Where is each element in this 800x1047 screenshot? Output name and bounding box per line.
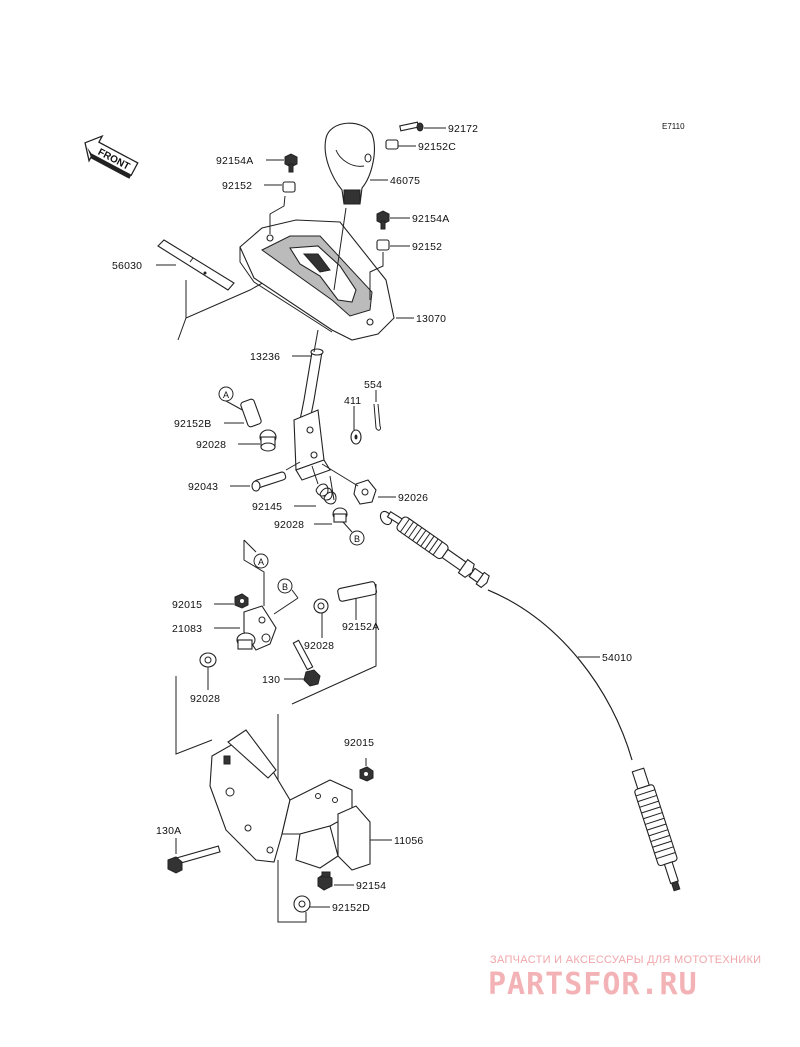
label-92154: 92154 [356,880,386,892]
front-arrow-icon: FRONT [84,134,139,179]
bushing-92152a [337,581,378,602]
label-92152a: 92152A [342,621,379,633]
bolt-130 [292,639,321,687]
ref-b-marker-mid: B [277,578,293,594]
label-130a: 130A [156,825,181,837]
bushing-92152b [240,398,262,428]
nut-92015-upper [234,593,249,609]
label-92145: 92145 [252,501,282,513]
label-21083: 21083 [172,623,202,635]
label-46075: 46075 [390,175,420,187]
label-92152-right: 92152 [412,241,442,253]
bolt-130a [167,845,221,874]
label-13236: 13236 [250,351,280,363]
watermark-tagline: ЗАПЧАСТИ И АКСЕССУАРЫ ДЛЯ МОТОТЕХНИКИ [490,954,761,966]
label-92015-lower: 92015 [344,737,374,749]
leader-lines [156,127,600,908]
collar-92028-mid [332,507,348,523]
nut-92015-lower [359,766,374,782]
svg-text:A: A [223,390,229,400]
collar-92152-right [376,239,390,251]
collar-92152c [385,139,399,150]
bolt-92154a-right [376,210,390,230]
shift-knob [324,122,375,205]
svg-text:A: A [258,557,264,567]
shift-cover-13070 [239,219,395,341]
arm-21083 [236,605,277,651]
label-92152-left: 92152 [222,180,252,192]
plate-56030 [157,239,235,291]
collar-92028-upper [259,429,277,452]
watermark-brand: PARTSFOR.RU [488,967,698,1002]
spring-92145 [311,465,337,505]
collar-92028-right [313,598,329,614]
ref-a-marker-mid: A [253,553,269,569]
label-92172: 92172 [448,123,478,135]
nut-92026 [353,479,377,505]
collar-92152d [293,895,311,913]
label-92015-upper: 92015 [172,599,202,611]
label-92028-mid: 92028 [274,519,304,531]
label-92154a-left: 92154A [216,155,253,167]
label-92152d: 92152D [332,902,370,914]
label-554: 554 [364,379,382,391]
ref-b-marker-top: B [349,530,365,546]
label-411: 411 [344,395,361,407]
ref-a-marker-top: A [218,386,234,402]
collar-92028-lower [199,652,217,668]
pin-92043 [251,471,287,492]
label-92028-lower: 92028 [190,693,220,705]
label-92043: 92043 [188,481,218,493]
label-56030: 56030 [112,260,142,272]
svg-text:B: B [282,582,288,592]
label-130: 130 [262,674,280,686]
label-92028-right: 92028 [304,640,334,652]
label-92154a-right: 92154A [412,213,449,225]
label-92152c: 92152C [418,141,456,153]
bolt-92154 [317,871,333,891]
shift-lever-13236 [293,348,331,481]
screw-92172 [399,121,424,132]
svg-text:B: B [354,534,360,544]
washer-411 [350,429,362,445]
label-54010: 54010 [602,652,632,664]
diagram-code: E7110 [662,122,685,131]
bolt-92154a-left [284,153,298,173]
shift-cable-54010 [379,510,681,892]
collar-92152-left [282,181,296,193]
cotter-pin-554 [373,403,381,431]
label-92028-upper: 92028 [196,439,226,451]
label-92026: 92026 [398,492,428,504]
bracket-11056 [209,729,371,871]
label-92152b: 92152B [174,418,211,430]
label-11056: 11056 [394,835,423,847]
label-13070: 13070 [416,313,446,325]
